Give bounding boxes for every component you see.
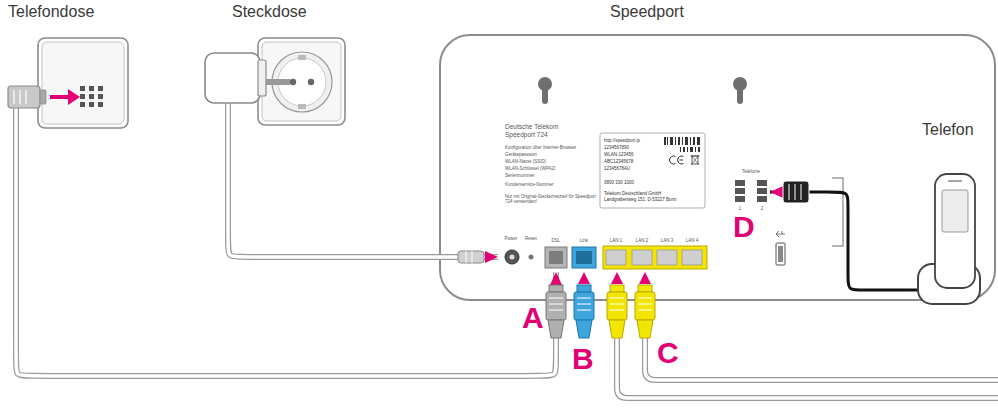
port-label: LAN 4 — [686, 238, 699, 243]
phone-plug — [783, 181, 809, 203]
node-heading: Steckdose — [232, 2, 307, 21]
device-print: WLAN-Schlüssel (WPA2) — [505, 166, 555, 171]
arrow-head-carrier — [228, 130, 498, 257]
cable-connector — [770, 192, 905, 290]
sticker-text-holder: 1234567890 — [604, 145, 629, 150]
port-label: Power — [505, 236, 518, 241]
cable-outline — [228, 130, 498, 257]
port-number: 1 — [739, 206, 742, 211]
arrow-head-carrier — [770, 192, 905, 290]
power-plug — [458, 251, 484, 263]
callout-letter: B — [572, 344, 594, 374]
device-print: WLAN-Name (SSID) — [505, 159, 546, 164]
power-wall-socket: Steckdose — [200, 0, 350, 130]
callout-letter-holder: B — [572, 344, 594, 374]
lan-plug — [607, 285, 655, 338]
device-print-holder: Gerätepasswort — [505, 152, 537, 157]
link-plug — [574, 285, 594, 338]
callout-letter-holder: C — [657, 338, 679, 368]
cable-core — [228, 130, 498, 257]
port-label-holder: LAN 2 — [636, 238, 649, 243]
sticker-text-holder: http://speedport.ip — [604, 138, 640, 143]
port-number: 2 — [761, 206, 764, 211]
sticker-text-holder: WLAN-123456 — [604, 152, 634, 157]
port-label: LAN 2 — [636, 238, 649, 243]
port-label: DSL — [552, 238, 561, 243]
callout-letter-holder: D — [733, 212, 755, 242]
phone-cable — [770, 192, 905, 290]
sticker-text: Landgrabenweg 151, D-53227 Bonn — [604, 197, 677, 202]
port-label-holder: Telefonie — [742, 169, 760, 174]
router-ports — [505, 180, 785, 269]
port-label-holder: Reset — [525, 236, 537, 241]
sticker-text: 12345678AU — [604, 166, 630, 171]
model-text: Speedport 724 — [505, 131, 548, 138]
node-heading: Telefon — [922, 120, 974, 139]
power-wall-socket-drawing — [205, 38, 345, 131]
port-number-holder: 1 — [739, 206, 742, 211]
sticker-text-holder: Telekom Deutschland GmbH — [604, 191, 661, 196]
sticker-text: 0800 330 1000 — [604, 180, 634, 185]
model-text-holder: Speedport 724 — [505, 131, 548, 138]
device-print: Gerätepasswort — [505, 152, 537, 157]
port-label: Telefonie — [742, 169, 760, 174]
phone-wall-socket-drawing — [8, 38, 128, 133]
wall-mount-hole — [538, 77, 747, 104]
device-note-holder: Nur mit Original-Steckernetzteil für Spe… — [505, 194, 597, 204]
callout-letter: C — [657, 338, 679, 368]
brand-text: Deutsche Telekom — [505, 123, 558, 130]
insert-arrow — [578, 272, 651, 284]
port-label: Link — [580, 238, 588, 243]
device-note: Nur mit Original-Steckernetzteil für Spe… — [505, 194, 597, 204]
node-heading: Speedport — [610, 2, 684, 21]
port-number-holder: 2 — [761, 206, 764, 211]
sticker-text-holder: Landgrabenweg 151, D-53227 Bonn — [604, 197, 677, 202]
sticker-text-holder: 12345678AU — [604, 166, 630, 171]
phone-wall-socket: Telefondose — [8, 0, 132, 132]
device-print: Konfiguration über Internet-Browser — [505, 145, 576, 150]
callout-letter: D — [733, 212, 755, 242]
sticker-text: ABC12345678 — [604, 159, 633, 164]
sticker-text: WLAN-123456 — [604, 152, 634, 157]
port-label-holder: Link — [580, 238, 588, 243]
port-label-holder: DSL — [552, 238, 561, 243]
port-label-holder: LAN 1 — [610, 238, 623, 243]
callout-letter-holder: A — [522, 303, 544, 333]
port-label: LAN 1 — [610, 238, 623, 243]
cable-connector — [228, 130, 498, 257]
sticker-text: http://speedport.ip — [604, 138, 640, 143]
port-label: LAN 3 — [661, 238, 674, 243]
sticker-text: 1234567890 — [604, 145, 629, 150]
sticker-text-holder: 0800 330 1000 — [604, 180, 634, 185]
type-sticker — [600, 133, 705, 208]
device-print-holder: Konfiguration über Internet-Browser — [505, 145, 576, 150]
node-heading: Telefondose — [8, 2, 94, 21]
port-label-holder: LAN 4 — [686, 238, 699, 243]
device-print-holder: Kundenservice-Nummer — [505, 182, 554, 187]
dsl-plug — [546, 285, 566, 338]
router-housing — [440, 35, 995, 300]
lan-cable — [617, 336, 998, 398]
device-print: Kundenservice-Nummer — [505, 182, 554, 187]
device-print-holder: Seriennummer — [505, 173, 535, 178]
device-print: Seriennummer — [505, 173, 535, 178]
telephone-drawing — [905, 174, 980, 304]
device-print-holder: WLAN-Name (SSID) — [505, 159, 546, 164]
port-label-holder: Power — [505, 236, 518, 241]
telephone-set: Telefon — [905, 118, 992, 312]
brand-text-holder: Deutsche Telekom — [505, 123, 558, 130]
sticker-text: Telekom Deutschland GmbH — [604, 191, 661, 196]
sticker-text-holder: ABC12345678 — [604, 159, 633, 164]
port-label-holder: LAN 3 — [661, 238, 674, 243]
callout-letter: A — [522, 303, 544, 333]
device-print-holder: WLAN-Schlüssel (WPA2) — [505, 166, 555, 171]
port-label: Reset — [525, 236, 537, 241]
